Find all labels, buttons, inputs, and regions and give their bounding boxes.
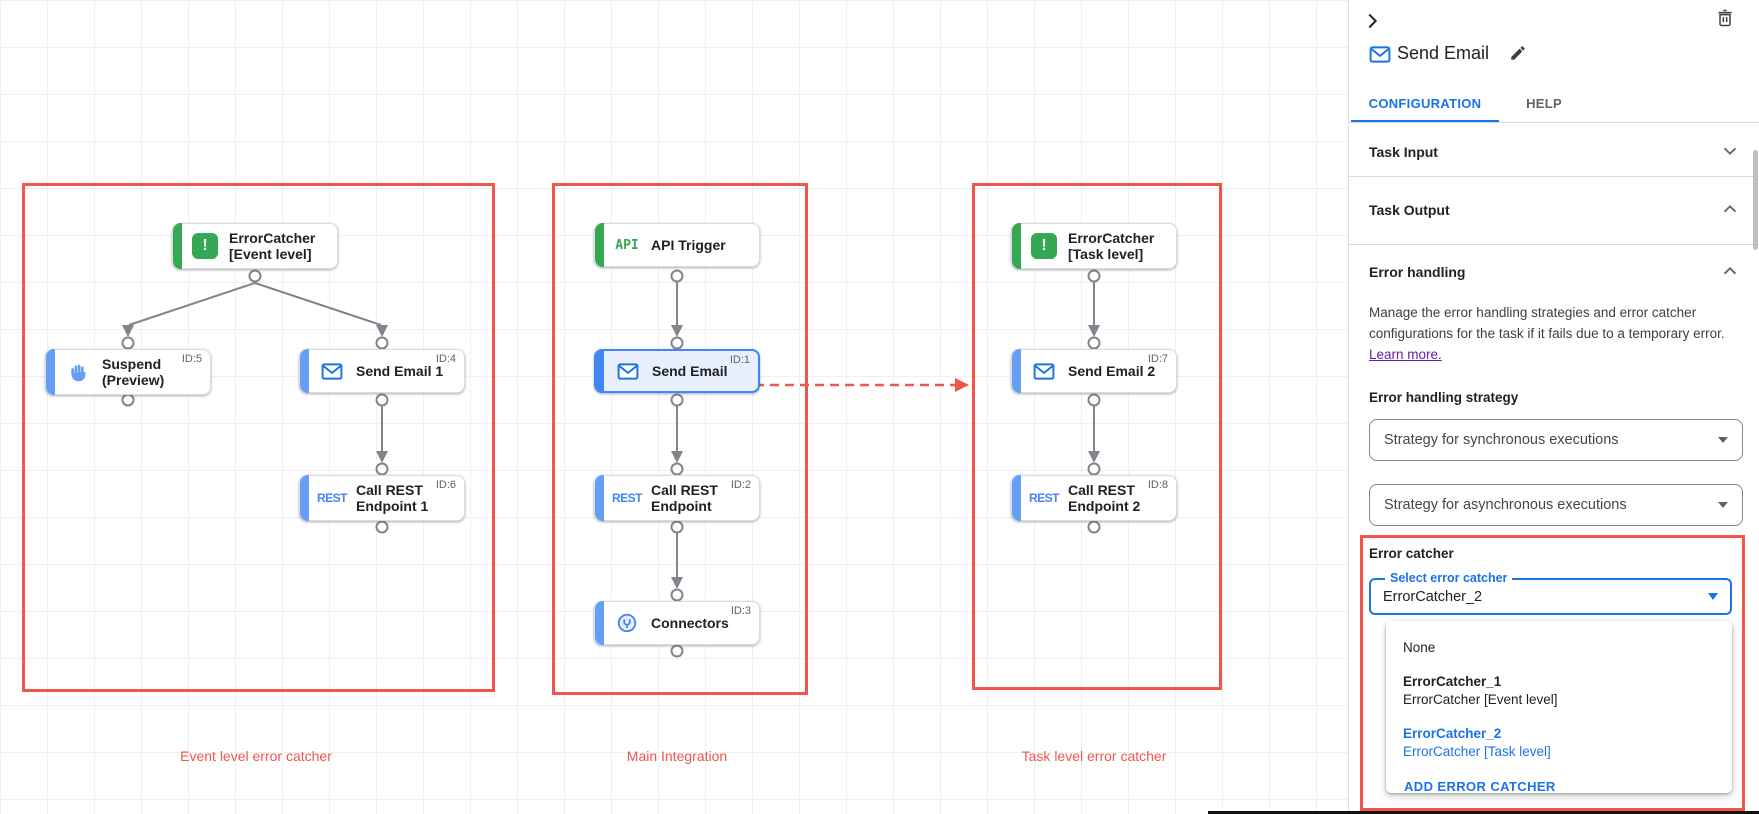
group-label-task-level: Task level error catcher [1021, 748, 1167, 764]
node-errorcatcher-event-level[interactable]: ! ErrorCatcher[Event level] [172, 223, 338, 269]
caret-down-icon [1708, 593, 1718, 600]
window-bottom-edge [1208, 811, 1759, 814]
task-title: Send Email [1397, 43, 1490, 63]
node-accent-bar [1012, 223, 1021, 269]
task-mail-icon [1367, 44, 1393, 70]
node-connectors[interactable]: Connectors ID:3 [594, 601, 760, 645]
menu-item-errorcatcher-2[interactable]: ErrorCatcher_2 ErrorCatcher [Task level] [1403, 726, 1551, 759]
chevron-up-icon[interactable] [1719, 198, 1743, 222]
error-handling-description: Manage the error handling strategies and… [1369, 305, 1725, 362]
node-id-badge: ID:4 [435, 353, 456, 365]
rest-icon: REST [612, 491, 643, 505]
dashed-arrowhead [955, 378, 969, 392]
pencil-icon [1511, 46, 1525, 60]
connection-ports [121, 269, 1101, 658]
error-catcher-select[interactable]: Select error catcher ErrorCatcher_2 [1369, 571, 1732, 615]
mail-icon [318, 362, 346, 380]
node-accent-bar [595, 350, 604, 392]
chevron-right-icon [1368, 13, 1378, 29]
node-accent-bar [173, 223, 182, 269]
caret-down-icon [1718, 502, 1728, 508]
edit-title-button[interactable] [1507, 42, 1529, 67]
node-suspend[interactable]: Suspend(Preview) ID:5 [45, 349, 211, 395]
delete-task-button[interactable] [1713, 6, 1737, 33]
sync-strategy-dropdown[interactable]: Strategy for synchronous executions [1369, 419, 1743, 461]
integration-canvas[interactable]: Event level error catcher Main Integrati… [0, 0, 1348, 814]
async-strategy-dropdown[interactable]: Strategy for asynchronous executions [1369, 484, 1743, 526]
section-task-output[interactable]: Task Output [1369, 202, 1450, 218]
node-accent-bar [595, 601, 604, 645]
rest-icon: REST [317, 491, 348, 505]
strategy-label: Error handling strategy [1369, 390, 1519, 405]
error-catcher-icon: ! [1030, 233, 1058, 259]
chevron-down-icon[interactable] [1719, 140, 1743, 164]
section-task-input[interactable]: Task Input [1369, 144, 1438, 160]
edge-lines [128, 282, 1095, 578]
mail-icon [614, 362, 642, 380]
select-floating-label: Select error catcher [1385, 571, 1513, 585]
node-accent-bar [1012, 349, 1021, 393]
node-id-badge: ID:8 [1147, 479, 1168, 491]
collapse-panel-button[interactable] [1359, 8, 1385, 37]
node-send-email-1[interactable]: Send Email 1 ID:4 [299, 349, 465, 393]
section-error-handling[interactable]: Error handling [1369, 264, 1466, 280]
node-id-badge: ID:2 [730, 479, 751, 491]
edge-arrowheads [122, 325, 1100, 589]
tab-configuration[interactable]: CONFIGURATION [1351, 86, 1499, 123]
node-accent-bar [595, 223, 604, 267]
connectors-icon [613, 612, 641, 634]
node-id-badge: ID:6 [435, 479, 456, 491]
node-accent-bar [46, 349, 55, 395]
rest-icon: REST [1029, 491, 1060, 505]
group-label-main-integration: Main Integration [626, 748, 728, 764]
error-catcher-label: Error catcher [1369, 546, 1454, 561]
node-accent-bar [1012, 475, 1021, 521]
error-catcher-menu: None ErrorCatcher_1 ErrorCatcher [Event … [1386, 621, 1732, 794]
group-frame-task-level [972, 183, 1222, 690]
node-send-email-2[interactable]: Send Email 2 ID:7 [1011, 349, 1177, 393]
chevron-up-icon[interactable] [1719, 260, 1743, 284]
node-id-badge: ID:7 [1147, 353, 1168, 365]
menu-item-none[interactable]: None [1403, 640, 1436, 655]
node-accent-bar [595, 475, 604, 521]
node-api-trigger[interactable]: API API Trigger [594, 223, 760, 267]
node-id-badge: ID:3 [730, 605, 751, 617]
error-catcher-highlight-frame [1360, 535, 1745, 811]
menu-item-errorcatcher-1[interactable]: ErrorCatcher_1 ErrorCatcher [Event level… [1403, 674, 1558, 707]
node-accent-bar [300, 475, 309, 521]
node-id-badge: ID:1 [729, 354, 750, 366]
node-id-badge: ID:5 [181, 353, 202, 365]
node-send-email-selected[interactable]: Send Email ID:1 [594, 349, 760, 393]
section-divider [1349, 244, 1759, 245]
node-errorcatcher-task-level[interactable]: ! ErrorCatcher[Task level] [1011, 223, 1177, 269]
hand-icon [64, 362, 92, 383]
node-accent-bar [300, 349, 309, 393]
panel-scrollbar[interactable] [1753, 150, 1758, 250]
caret-down-icon [1718, 437, 1728, 443]
learn-more-link[interactable]: Learn more. [1369, 347, 1442, 362]
add-error-catcher-button[interactable]: ADD ERROR CATCHER [1404, 775, 1556, 798]
api-icon: API [615, 237, 639, 253]
section-divider [1349, 176, 1759, 177]
group-frame-event-level [22, 183, 495, 692]
mail-icon [1030, 362, 1058, 380]
select-value: ErrorCatcher_2 [1383, 588, 1483, 605]
tab-help[interactable]: HELP [1526, 95, 1562, 111]
trash-icon [1718, 9, 1732, 27]
group-label-event-level: Event level error catcher [180, 748, 332, 764]
error-catcher-icon: ! [191, 233, 219, 259]
task-config-panel: Send Email CONFIGURATION HELP Task Input… [1348, 0, 1759, 814]
group-frame-main-integration [552, 183, 808, 695]
tabs-divider [1349, 122, 1759, 123]
